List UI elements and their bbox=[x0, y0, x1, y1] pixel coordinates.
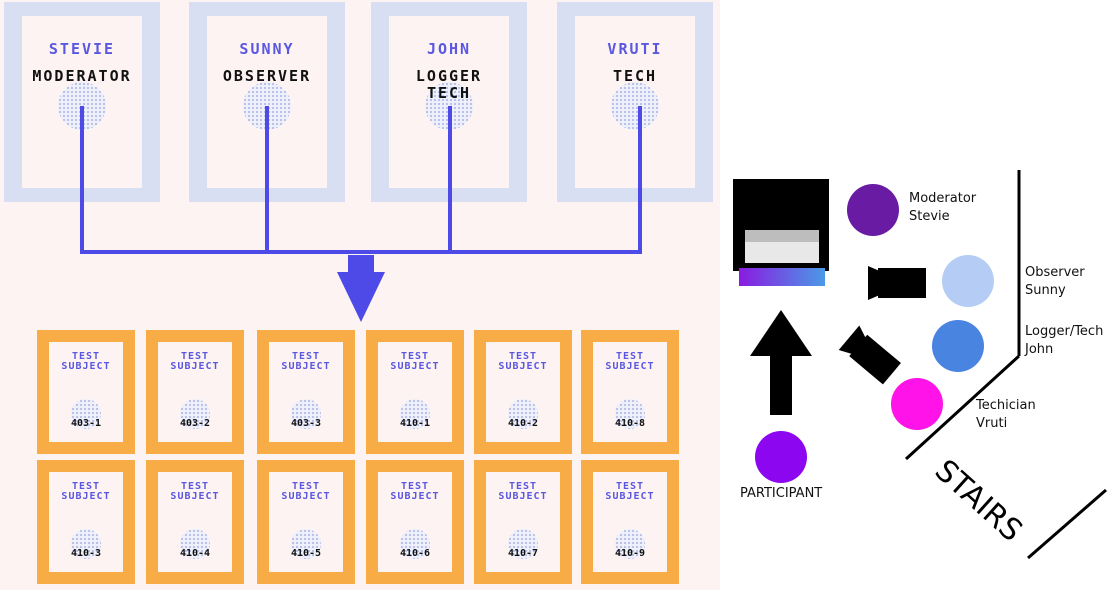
monitor-icon bbox=[733, 179, 829, 286]
team-role: LOGGER TECH bbox=[415, 67, 483, 102]
subject-card: TEST SUBJECT 403-3 bbox=[257, 330, 355, 454]
subject-id: 403-2 bbox=[179, 418, 211, 429]
avatar-placeholder bbox=[508, 399, 538, 429]
subject-card: TEST SUBJECT 410-6 bbox=[366, 460, 464, 584]
down-arrow-icon bbox=[337, 255, 385, 322]
subject-card: TEST SUBJECT 410-9 bbox=[581, 460, 679, 584]
subject-card-inner: TEST SUBJECT 410-9 bbox=[593, 472, 667, 572]
team-role: TECH bbox=[612, 67, 658, 85]
subject-id: 403-3 bbox=[290, 418, 322, 429]
subject-id: 410-3 bbox=[70, 548, 102, 559]
moderator-label: Moderator Stevie bbox=[909, 191, 977, 224]
stairs-label: STAIRS bbox=[928, 453, 1029, 549]
subject-card-inner: TEST SUBJECT 410-6 bbox=[378, 472, 452, 572]
video-camera-icon bbox=[868, 266, 926, 300]
subject-id: 410-2 bbox=[507, 418, 539, 429]
video-camera-icon bbox=[838, 325, 901, 385]
team-card-inner: JOHN LOGGER TECH bbox=[389, 16, 509, 188]
subject-id: 403-1 bbox=[70, 418, 102, 429]
avatar-placeholder bbox=[180, 399, 210, 429]
walls bbox=[904, 170, 1107, 560]
avatar-placeholder bbox=[508, 529, 538, 559]
avatar-placeholder bbox=[615, 399, 645, 429]
subject-card: TEST SUBJECT 410-7 bbox=[474, 460, 572, 584]
up-arrow-icon bbox=[750, 310, 812, 415]
logger-label: Logger/Tech John bbox=[1025, 324, 1104, 357]
team-role: OBSERVER bbox=[222, 67, 312, 85]
subject-card-inner: TEST SUBJECT 410-7 bbox=[486, 472, 560, 572]
avatar-placeholder bbox=[291, 399, 321, 429]
participant-marker bbox=[755, 431, 807, 483]
subject-card-inner: TEST SUBJECT 410-4 bbox=[158, 472, 232, 572]
logger-marker bbox=[932, 320, 984, 372]
subject-label: TEST SUBJECT bbox=[281, 351, 331, 372]
subject-label: TEST SUBJECT bbox=[390, 351, 440, 372]
subject-label: TEST SUBJECT bbox=[498, 351, 548, 372]
subject-label: TEST SUBJECT bbox=[61, 351, 111, 372]
team-name: VRUTI bbox=[607, 40, 663, 58]
team-card-inner: VRUTI TECH bbox=[575, 16, 695, 188]
subject-card-inner: TEST SUBJECT 410-5 bbox=[269, 472, 343, 572]
observer-label: Observer Sunny bbox=[1025, 265, 1085, 298]
subject-card: TEST SUBJECT 410-8 bbox=[581, 330, 679, 454]
subject-card-inner: TEST SUBJECT 403-3 bbox=[269, 342, 343, 442]
avatar-placeholder bbox=[611, 82, 659, 130]
team-card-john: JOHN LOGGER TECH bbox=[371, 2, 527, 202]
team-name: SUNNY bbox=[239, 40, 295, 58]
subject-id: 410-9 bbox=[614, 548, 646, 559]
technician-marker bbox=[891, 378, 943, 430]
team-card-vruti: VRUTI TECH bbox=[557, 2, 713, 202]
avatar-placeholder bbox=[71, 399, 101, 429]
subject-id: 410-5 bbox=[290, 548, 322, 559]
avatar-placeholder bbox=[71, 529, 101, 559]
team-role: MODERATOR bbox=[32, 67, 132, 85]
subject-card-inner: TEST SUBJECT 410-2 bbox=[486, 342, 560, 442]
subject-label: TEST SUBJECT bbox=[605, 481, 655, 502]
subject-label: TEST SUBJECT bbox=[170, 481, 220, 502]
observer-marker bbox=[942, 255, 994, 307]
subject-card: TEST SUBJECT 410-5 bbox=[257, 460, 355, 584]
team-name: JOHN bbox=[426, 40, 472, 58]
avatar-placeholder bbox=[400, 399, 430, 429]
team-name: STEVIE bbox=[48, 40, 116, 58]
avatar-placeholder bbox=[400, 529, 430, 559]
subject-id: 410-7 bbox=[507, 548, 539, 559]
subject-card: TEST SUBJECT 410-2 bbox=[474, 330, 572, 454]
subject-id: 410-4 bbox=[179, 548, 211, 559]
subject-label: TEST SUBJECT bbox=[390, 481, 440, 502]
subject-card: TEST SUBJECT 403-1 bbox=[37, 330, 135, 454]
moderator-marker bbox=[847, 184, 899, 236]
subject-id: 410-6 bbox=[399, 548, 431, 559]
subject-card: TEST SUBJECT 410-3 bbox=[37, 460, 135, 584]
subject-card-inner: TEST SUBJECT 410-3 bbox=[49, 472, 123, 572]
technician-label: Techician Vruti bbox=[976, 398, 1036, 431]
subject-card-inner: TEST SUBJECT 403-1 bbox=[49, 342, 123, 442]
subject-id: 410-1 bbox=[399, 418, 431, 429]
participant-label: PARTICIPANT bbox=[740, 486, 823, 501]
avatar-placeholder bbox=[291, 529, 321, 559]
subject-id: 410-8 bbox=[614, 418, 646, 429]
avatar-placeholder bbox=[180, 529, 210, 559]
subject-label: TEST SUBJECT bbox=[61, 481, 111, 502]
subject-label: TEST SUBJECT bbox=[281, 481, 331, 502]
subject-label: TEST SUBJECT bbox=[170, 351, 220, 372]
subject-card-inner: TEST SUBJECT 410-8 bbox=[593, 342, 667, 442]
connector-diagram bbox=[80, 106, 642, 322]
subject-card: TEST SUBJECT 410-4 bbox=[146, 460, 244, 584]
subject-card-inner: TEST SUBJECT 410-1 bbox=[378, 342, 452, 442]
avatar-placeholder bbox=[615, 529, 645, 559]
subject-label: TEST SUBJECT bbox=[605, 351, 655, 372]
subject-card: TEST SUBJECT 410-1 bbox=[366, 330, 464, 454]
subject-card-inner: TEST SUBJECT 403-2 bbox=[158, 342, 232, 442]
subject-card: TEST SUBJECT 403-2 bbox=[146, 330, 244, 454]
subject-label: TEST SUBJECT bbox=[498, 481, 548, 502]
